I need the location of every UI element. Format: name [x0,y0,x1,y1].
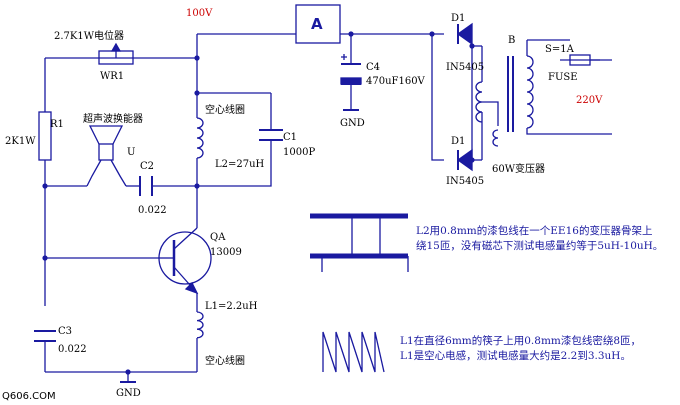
l1-note-line1: L1在直径6mm的筷子上用0.8mm漆包线密绕8匝， [400,335,642,347]
capacitor-c3 [34,330,56,342]
l2-note-line2: 绕15匝，没有磁芯下测试电感量约等于5uH-10uH。 [416,240,664,252]
ultrasonic-transducer [86,125,127,187]
l1-winding-note: L1在直径6mm的筷子上用0.8mm漆包线密绕8匝， L1是空心电感，测试电感量… [400,334,641,364]
l2-note-line1: L2用0.8mm的漆包线在一个EE16的变压器骨架上 [416,225,653,237]
label-u: U [127,147,135,158]
label-c4: C4 [366,62,380,73]
label-transformer-desc: 60W变压器 [492,162,545,175]
label-pot: 2.7K1W电位器 [54,29,124,42]
junction-dots [42,31,475,375]
label-l2: L2=27uH [215,159,265,170]
label-transformer: B [508,35,515,46]
capacitor-c2 [139,176,153,196]
resistor-r1 [38,111,52,161]
l1-aircoil-illustration [322,331,385,373]
label-qa: QA [210,232,226,243]
coil-l1 [196,311,204,339]
transformer-b [475,55,534,147]
coil-l2 [196,117,204,159]
label-d1-bottom: D1 [451,136,465,147]
label-c4-value: 470uF160V [366,76,426,87]
capacitor-c1 [259,129,283,141]
label-mains: 220V [576,95,603,106]
l2-winding-note: L2用0.8mm的漆包线在一个EE16的变压器骨架上 绕15匝，没有磁芯下测试电… [416,224,663,254]
label-aircoil-top: 空心线圈 [205,103,245,116]
fuse [560,54,600,66]
label-100v: 100V [186,8,213,19]
potentiometer-wr1 [98,42,134,65]
label-d1-top-model: IN5405 [446,62,484,73]
l1-note-line2: L1是空心电感，测试电感量大约是2.2到3.3uH。 [400,350,631,362]
label-c3: C3 [58,326,72,337]
label-wr1: WR1 [100,71,124,82]
label-transducer: 超声波换能器 [83,112,143,125]
label-fuse: FUSE [548,72,578,83]
label-r1-value: 2K1W [5,136,36,147]
wiring [44,33,612,382]
label-c2-value: 0.022 [138,205,167,216]
label-gnd-mid: GND [340,118,365,129]
label-d1-top: D1 [451,13,465,24]
l2-bobbin-illustration [310,213,409,272]
label-c1-value: 1000P [283,147,315,158]
label-gnd-bottom: GND [116,388,141,399]
transistor-qa [158,227,212,295]
diode-d1-top [456,22,473,46]
label-c2: C2 [140,161,154,172]
label-l1: L1=2.2uH [205,301,258,312]
label-fuse-rating: S=1A [545,44,575,55]
label-d1-bottom-model: IN5405 [446,176,484,187]
label-c1: C1 [283,132,297,143]
meter-letter: A [311,15,323,33]
ammeter [295,4,341,44]
label-r1: R1 [50,119,64,130]
label-c3-value: 0.022 [58,344,87,355]
capacitor-c4 [340,54,362,85]
watermark: Q606.COM [2,391,56,402]
label-aircoil-bottom: 空心线圈 [205,354,245,367]
label-qa-model: 13009 [210,247,242,258]
